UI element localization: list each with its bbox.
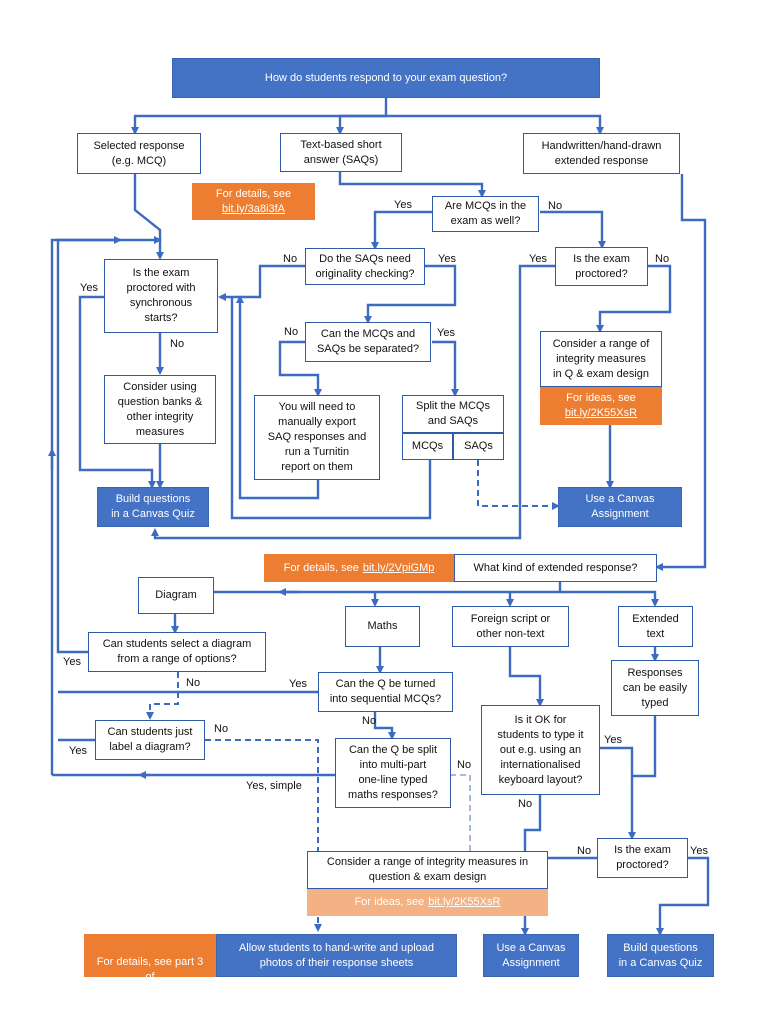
details-2-link[interactable]: bit.ly/2VpiGMp (362, 561, 435, 574)
node-handwrite-upload: Allow students to hand-write and upload … (216, 934, 457, 977)
edge-proc-top-no (596, 264, 672, 333)
edge-ext-bus (560, 590, 659, 607)
ideas-top-prefix: For ideas, see (566, 392, 636, 404)
label-no-mcqs: No (548, 200, 563, 212)
node-root: How do students respond to your exam que… (172, 58, 600, 98)
edge-split-mcqs (230, 297, 432, 520)
label-no-type: No (518, 798, 533, 810)
node-mcqs-in-exam: Are MCQs in the exam as well? (432, 196, 539, 232)
node-proctored-bottom: Is the exam proctored? (597, 838, 688, 878)
edge-orig-yes (364, 264, 457, 324)
node-manual-export: You will need to manually export SAQ res… (254, 395, 380, 480)
edge-sep-yes (432, 340, 459, 397)
label-yes-label: Yes (69, 745, 87, 757)
label-no-label: No (214, 723, 229, 735)
node-diagram: Diagram (138, 577, 214, 614)
node-canvas-quiz-bottom: Build questions in a Canvas Quiz (607, 934, 714, 977)
edge-sep-no (278, 340, 322, 397)
node-split-saqs: SAQs (453, 433, 504, 460)
edge-proc-top-yes (151, 264, 555, 540)
node-label-diagram: Can students just label a diagram? (95, 720, 205, 760)
node-sequential-mcqs: Can the Q be turned into sequential MCQs… (318, 672, 453, 712)
node-type-it-out: Is it OK for students to type it out e.g… (481, 705, 600, 795)
node-handwritten: Handwritten/hand-drawn extended response (523, 133, 680, 174)
edge-typed-proc (632, 716, 657, 778)
edge-root-textshort (336, 114, 386, 135)
label-no-proc-top: No (655, 253, 670, 265)
ideas-link-bottom[interactable]: For ideas, see bit.ly/2K55XsR (307, 889, 548, 916)
label-yes-seq: Yes (289, 678, 307, 690)
details-link-3[interactable]: For details, see part 3 of bit.ly/2VpiGM… (84, 934, 216, 998)
ideas-top-link[interactable]: bit.ly/2K55XsR (564, 407, 638, 419)
node-proctored-top: Is the exam proctored? (555, 247, 648, 286)
edge-select-no (146, 672, 179, 720)
label-yes-proc-top: Yes (529, 253, 547, 265)
ideas-bottom-link[interactable]: bit.ly/2K55XsR (428, 896, 501, 908)
node-extended-text: Extended text (618, 606, 693, 647)
ideas-bottom-prefix: For ideas, see (354, 896, 425, 908)
edge-split-saqs (477, 460, 560, 510)
edge-textshort-mcqs (338, 172, 486, 198)
details-3-prefix: For details, see part 3 of (96, 956, 204, 983)
node-select-diagram: Can students select a diagram from a ran… (88, 632, 266, 672)
node-selected-response: Selected response (e.g. MCQ) (77, 133, 201, 174)
node-originality: Do the SAQs need originality checking? (305, 248, 425, 285)
node-canvas-quiz-top: Build questions in a Canvas Quiz (97, 487, 209, 527)
label-yes-select: Yes (63, 656, 81, 668)
edge-root-handwritten (386, 114, 604, 135)
label-yes-orig: Yes (438, 253, 456, 265)
details-2-prefix: For details, see (283, 561, 359, 574)
node-integrity-bottom: Consider a range of integrity measures i… (307, 851, 548, 889)
edge-mcqs-no (540, 210, 606, 249)
label-no-proc-bottom: No (577, 845, 592, 857)
edge-type-yes (600, 746, 636, 840)
edge-seq-no (373, 712, 396, 740)
label-yes-simple: Yes, simple (246, 780, 302, 792)
edge-handwritten-extended (655, 174, 707, 571)
node-split-mcqs: MCQs (402, 433, 453, 460)
details-3-link[interactable]: bit.ly/2VpiGMp (114, 986, 186, 998)
label-no-multi: No (457, 759, 472, 771)
node-easily-typed: Responses can be easily typed (611, 660, 699, 716)
node-extended-kind: What kind of extended response? (454, 554, 657, 582)
edge-label-no (205, 739, 322, 932)
node-maths: Maths (345, 606, 420, 647)
label-yes-mcqs: Yes (394, 199, 412, 211)
node-canvas-assign-bottom: Use a Canvas Assignment (483, 934, 579, 977)
edge-orig-no (218, 264, 305, 301)
edge-foreign-type (508, 647, 544, 707)
label-no-seq: No (362, 715, 377, 727)
label-yes-type: Yes (604, 734, 622, 746)
edge-sync-yes (78, 295, 156, 489)
edge-proc-bottom-no (543, 856, 597, 873)
node-canvas-assign-top: Use a Canvas Assignment (558, 487, 682, 527)
node-text-short: Text-based short answer (SAQs) (280, 133, 402, 172)
label-yes-sync: Yes (80, 282, 98, 294)
details-link-2[interactable]: For details, see bit.ly/2VpiGMp (264, 554, 454, 582)
node-split: Split the MCQs and SAQs (402, 395, 504, 433)
node-multipart: Can the Q be split into multi-part one-l… (335, 738, 451, 808)
label-no-orig: No (283, 253, 298, 265)
details-1-prefix: For details, see (215, 187, 292, 200)
label-no-sync: No (170, 338, 185, 350)
node-foreign: Foreign script or other non-text (452, 606, 569, 647)
label-yes-proc-bottom: Yes (690, 845, 708, 857)
details-1-link[interactable]: bit.ly/3a8i3fA (222, 202, 285, 215)
node-sync-starts: Is the exam proctored with synchronous s… (104, 259, 218, 333)
edge-selected-sync (133, 174, 164, 260)
ideas-link-top[interactable]: For ideas, see bit.ly/2K55XsR (540, 387, 662, 425)
node-question-banks: Consider using question banks & other in… (104, 375, 216, 444)
label-no-sep: No (284, 326, 299, 338)
node-separated: Can the MCQs and SAQs be separated? (305, 322, 431, 362)
label-no-select: No (186, 677, 201, 689)
edge-mcqs-yes (371, 210, 432, 250)
edge-left-loop (50, 238, 100, 775)
edge-proc-bottom-yes (656, 856, 710, 936)
label-yes-sep: Yes (437, 327, 455, 339)
edge-export-back (236, 295, 320, 500)
node-integrity-top: Consider a range of integrity measures i… (540, 331, 662, 387)
edge-root-branches (131, 98, 388, 135)
details-link-1[interactable]: For details, see bit.ly/3a8i3fA (192, 183, 315, 220)
